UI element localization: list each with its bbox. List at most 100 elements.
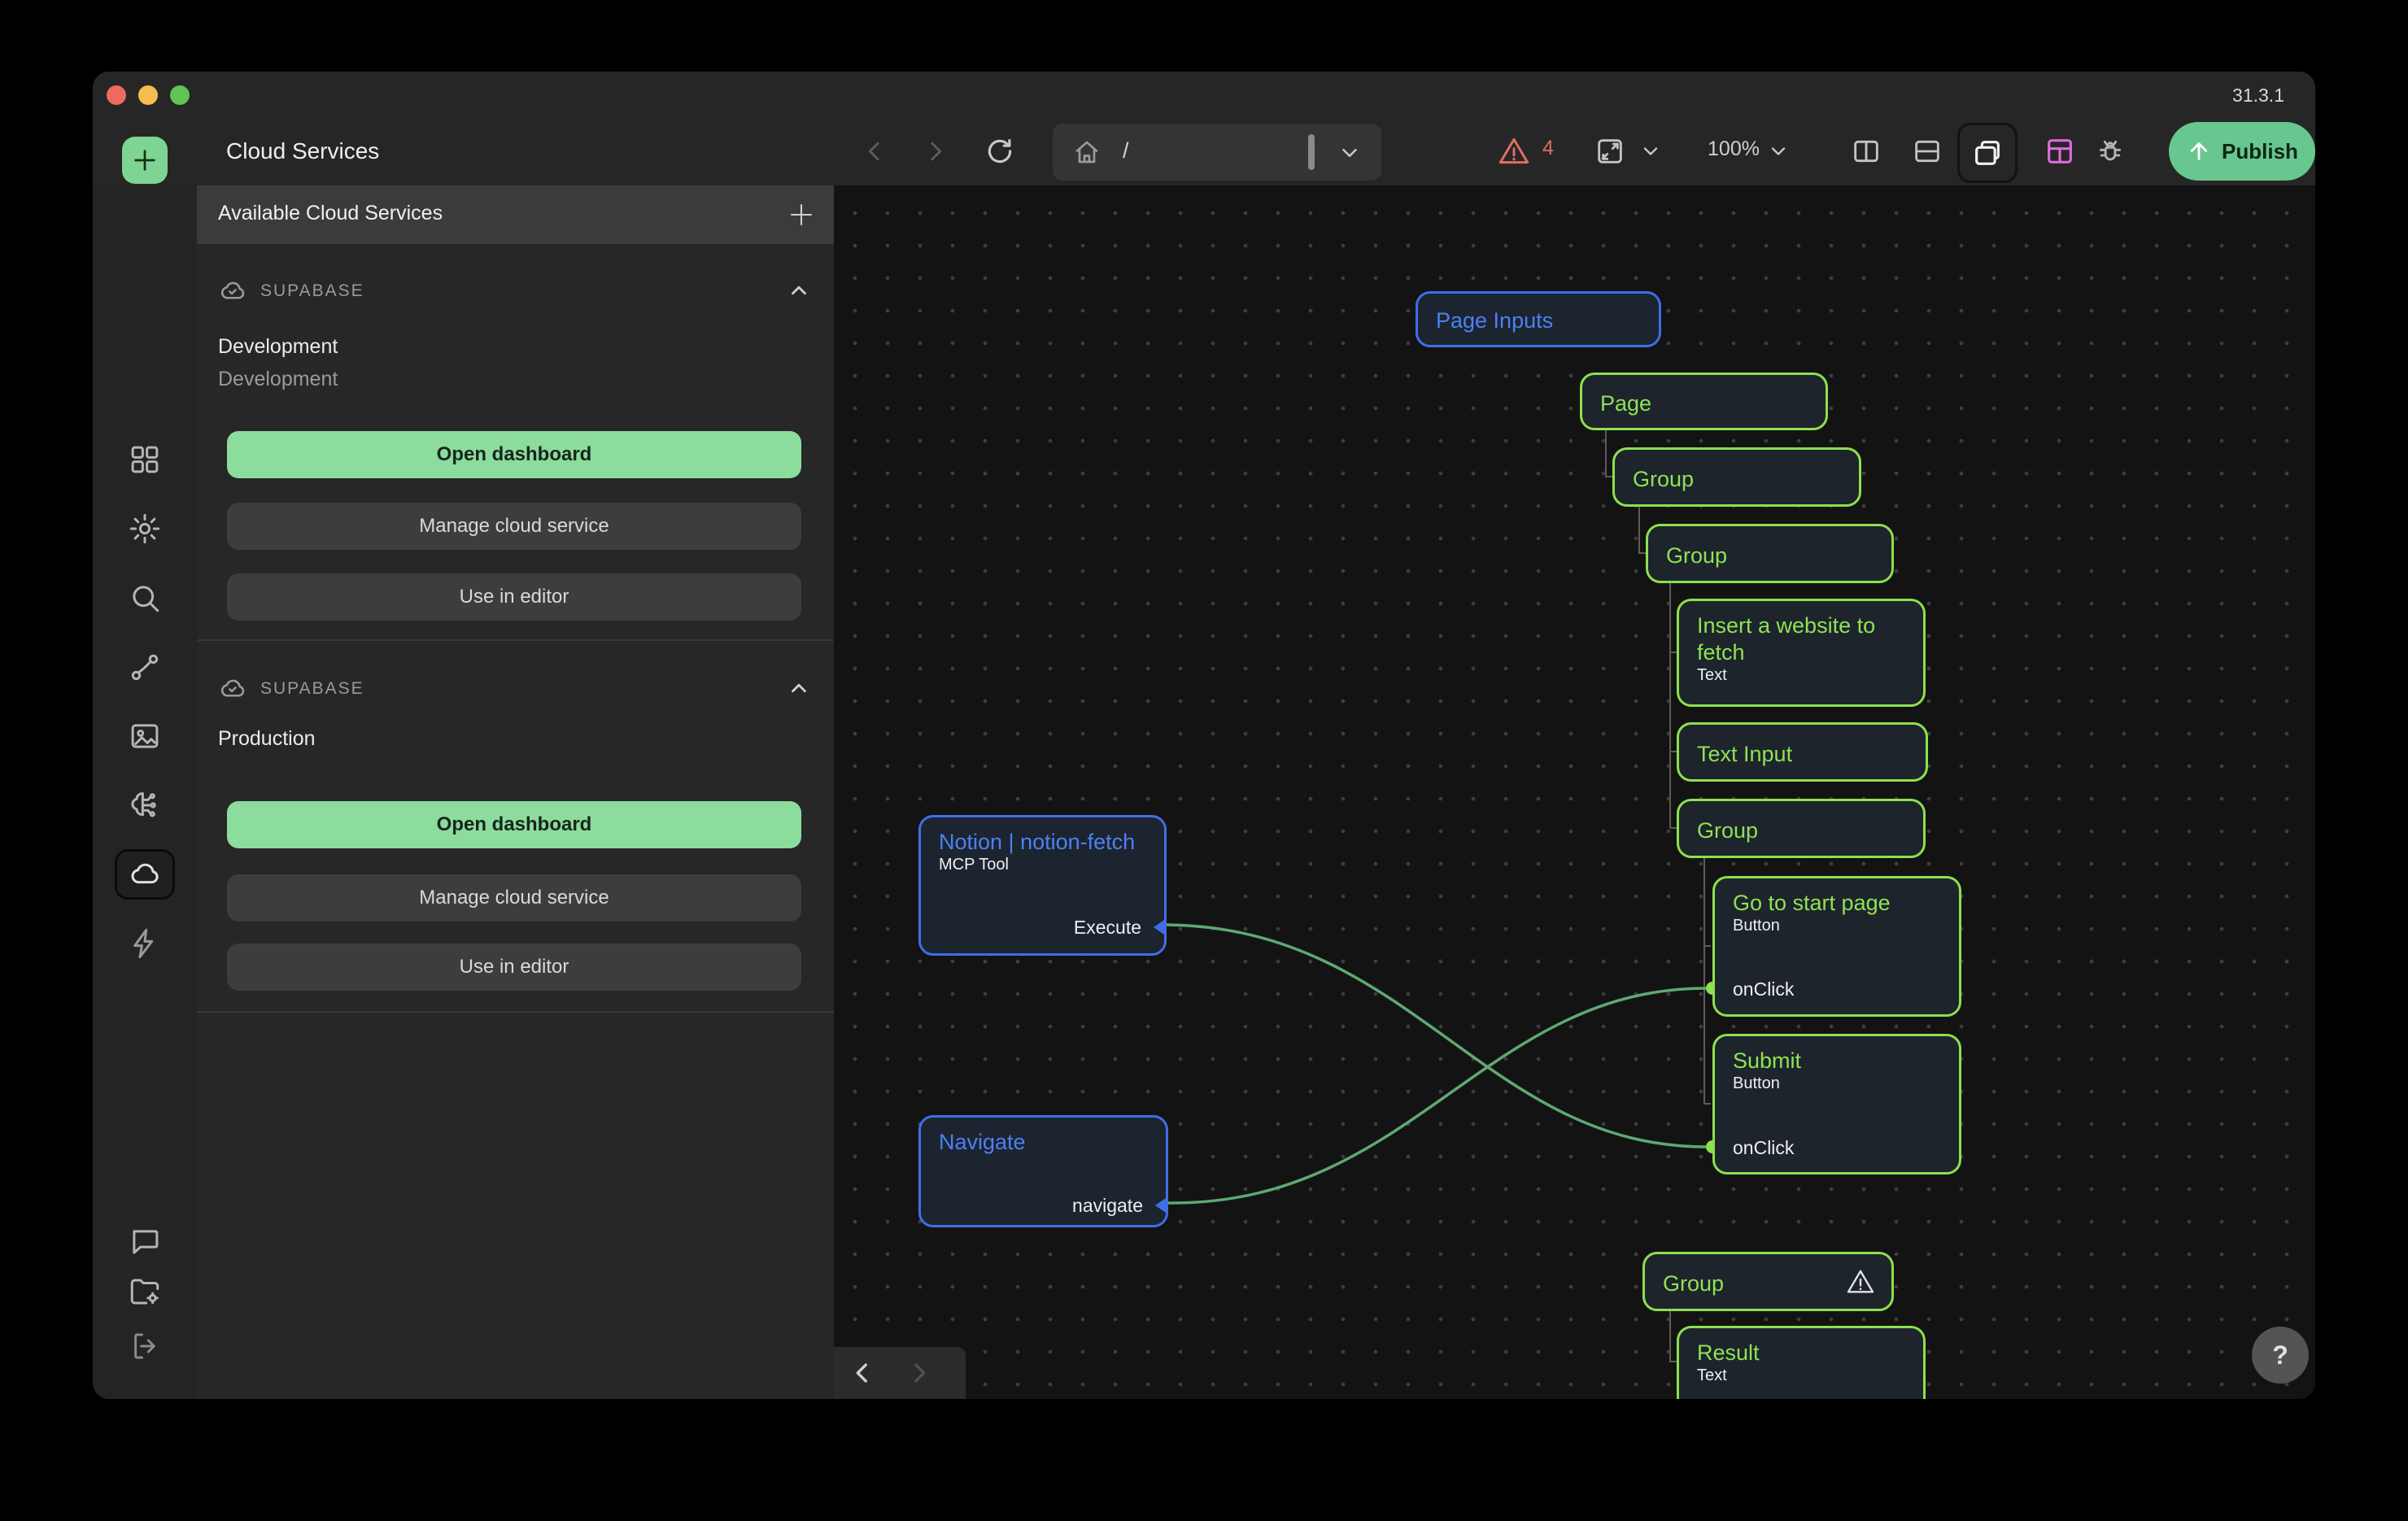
use-in-editor-button[interactable]: Use in editor — [227, 944, 801, 991]
layout-panel-button[interactable] — [2044, 135, 2076, 168]
node-title: Page Inputs — [1436, 308, 1554, 333]
left-icon-rail — [93, 185, 197, 1399]
node-title: Group — [1663, 1271, 1725, 1296]
settings-gear-icon — [129, 513, 160, 544]
home-icon[interactable] — [1072, 137, 1101, 167]
minimize-window-button[interactable] — [138, 85, 158, 105]
node-title: Group — [1633, 467, 1695, 491]
add-cloud-service-button[interactable] — [787, 200, 816, 229]
collapse-section-button[interactable] — [787, 278, 811, 303]
url-caret — [1308, 134, 1315, 170]
errors-indicator[interactable] — [1498, 135, 1530, 168]
collapse-section-button[interactable] — [787, 676, 811, 700]
pager-next-button[interactable] — [891, 1359, 948, 1387]
node-submit[interactable]: Submit Button onClick — [1712, 1034, 1961, 1175]
node-page[interactable]: Page — [1580, 373, 1828, 430]
rail-logout-button[interactable] — [128, 1329, 162, 1363]
add-button[interactable] — [122, 137, 168, 184]
node-result[interactable]: Result Text — [1677, 1326, 1926, 1399]
split-columns-icon — [1854, 140, 1878, 163]
manage-cloud-service-button[interactable]: Manage cloud service — [227, 874, 801, 922]
node-event-onclick[interactable]: onClick — [1733, 978, 1795, 1000]
debug-button[interactable] — [2094, 135, 2127, 168]
rail-assets-button[interactable] — [128, 719, 162, 753]
node-notion-mcp[interactable]: Notion | notion-fetch MCP Tool Execute — [918, 815, 1167, 956]
page-title: Cloud Services — [226, 138, 380, 163]
node-navigate[interactable]: Navigate navigate — [918, 1115, 1168, 1227]
fit-screen-menu[interactable] — [1634, 135, 1667, 168]
fit-screen-button[interactable] — [1594, 135, 1626, 168]
toolbar: Cloud Services / 4 100% — [93, 117, 2315, 185]
use-in-editor-button[interactable]: Use in editor — [227, 573, 801, 621]
assets-image-icon — [131, 724, 159, 748]
chevron-down-icon — [1771, 147, 1786, 155]
node-group[interactable]: Group — [1646, 524, 1894, 583]
chevron-left-icon — [856, 1363, 867, 1383]
node-group[interactable]: Group — [1677, 799, 1926, 858]
panel-header-title: Available Cloud Services — [218, 202, 443, 224]
rail-dashboard-button[interactable] — [128, 442, 162, 477]
split-columns-button[interactable] — [1850, 135, 1882, 168]
open-dashboard-button[interactable]: Open dashboard — [227, 431, 801, 478]
url-bar[interactable]: / — [1053, 124, 1381, 181]
provider-name: SUPABASE — [260, 679, 364, 698]
copies-view-button[interactable] — [1957, 123, 2018, 183]
service-name: Development — [218, 335, 338, 358]
node-insert-text[interactable]: Insert a website to fetch Text — [1677, 599, 1926, 707]
forward-arrow-icon — [931, 142, 942, 161]
pager-prev-button[interactable] — [834, 1359, 891, 1387]
node-title: Text Input — [1697, 742, 1793, 766]
node-action-execute[interactable]: Execute — [1073, 917, 1141, 938]
node-title: Group — [1666, 543, 1728, 568]
url-dropdown-chevron-icon[interactable] — [1337, 141, 1362, 165]
publish-button[interactable]: Publish — [2169, 122, 2315, 181]
rail-ai-button[interactable] — [128, 788, 162, 822]
titlebar: 31.3.1 — [93, 72, 2315, 117]
node-event-onclick[interactable]: onClick — [1733, 1137, 1795, 1158]
flow-canvas[interactable]: Page Inputs Page Group Group Insert a we… — [834, 185, 2315, 1399]
rail-project-settings-button[interactable] — [128, 1275, 162, 1309]
node-group[interactable]: Group — [1612, 447, 1861, 507]
back-button[interactable] — [858, 135, 891, 168]
node-group-warning[interactable]: Group — [1642, 1252, 1894, 1311]
node-title: Page — [1600, 391, 1652, 416]
rail-search-button[interactable] — [128, 581, 162, 615]
project-folder-icon — [130, 1279, 159, 1305]
url-path[interactable]: / — [1123, 138, 1129, 163]
section-divider — [197, 639, 834, 641]
rail-flows-button[interactable] — [128, 650, 162, 684]
split-rows-button[interactable] — [1911, 135, 1943, 168]
zoom-level[interactable]: 100% — [1708, 137, 1760, 160]
provider-row: SUPABASE — [218, 674, 364, 704]
forward-button[interactable] — [919, 135, 952, 168]
rail-settings-button[interactable] — [128, 512, 162, 546]
section-divider — [197, 1011, 834, 1013]
copies-icon — [1975, 141, 2000, 165]
node-go-to-start-page[interactable]: Go to start page Button onClick — [1712, 876, 1961, 1017]
node-type: MCP Tool — [939, 856, 1009, 874]
provider-name: SUPABASE — [260, 281, 364, 300]
zoom-menu[interactable] — [1762, 135, 1795, 168]
rail-feedback-button[interactable] — [128, 1225, 162, 1259]
close-window-button[interactable] — [107, 85, 126, 105]
maximize-window-button[interactable] — [170, 85, 190, 105]
node-title: Notion | notion-fetch — [939, 830, 1136, 854]
navigate-input-port[interactable] — [1155, 1196, 1168, 1214]
node-text-input[interactable]: Text Input — [1677, 722, 1928, 782]
pink-table-icon — [2048, 139, 2072, 163]
reload-button[interactable] — [984, 135, 1016, 168]
chat-bubble-icon — [133, 1230, 159, 1254]
open-dashboard-button[interactable]: Open dashboard — [227, 801, 801, 848]
node-page-inputs[interactable]: Page Inputs — [1416, 291, 1661, 347]
rail-actions-button[interactable] — [128, 926, 162, 961]
help-button[interactable]: ? — [2252, 1327, 2309, 1384]
manage-cloud-service-button[interactable]: Manage cloud service — [227, 503, 801, 550]
node-type: Text — [1697, 666, 1727, 684]
rail-active-indicator — [115, 849, 175, 900]
node-action-navigate[interactable]: navigate — [1072, 1195, 1143, 1216]
execute-input-port[interactable] — [1154, 918, 1167, 936]
rail-cloud-services-button[interactable] — [128, 857, 162, 891]
node-title: Go to start page — [1733, 891, 1891, 915]
node-title: Submit — [1733, 1048, 1802, 1073]
node-type: Text — [1697, 1366, 1727, 1384]
